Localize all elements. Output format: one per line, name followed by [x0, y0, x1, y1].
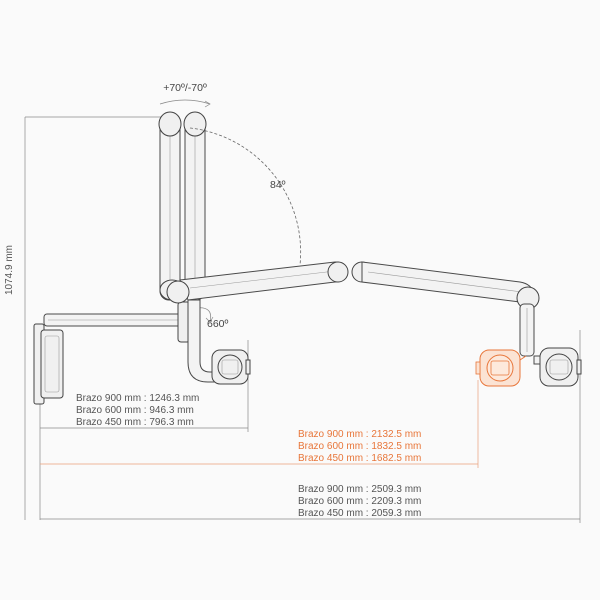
vertical-arm: [158, 111, 207, 301]
full-reach-450: Brazo 450 mm : 2059.3 mm: [298, 508, 421, 519]
orange-head: [475, 349, 527, 387]
wall-mount: [33, 323, 64, 405]
left-head: [187, 299, 251, 385]
short-reach-labels: Brazo 900 mm : 1246.3 mm Brazo 600 mm : …: [76, 393, 199, 428]
angle-660-label: 660º: [207, 318, 229, 330]
mid-reach-600: Brazo 600 mm : 1832.5 mm: [298, 441, 421, 452]
mid-reach-labels: Brazo 900 mm : 2132.5 mm Brazo 600 mm : …: [298, 429, 421, 464]
short-reach-600: Brazo 600 mm : 946.3 mm: [76, 405, 194, 416]
wall-bracket: [43, 301, 191, 343]
rotation-label: +70º/-70º: [163, 82, 207, 94]
angle-660-marker: 660º: [195, 307, 229, 330]
right-head: [533, 347, 582, 387]
angle-84-marker: 84º: [189, 127, 302, 266]
short-reach-900: Brazo 900 mm : 1246.3 mm: [76, 393, 199, 404]
first-arm: [166, 261, 349, 304]
mid-reach-900: Brazo 900 mm : 2132.5 mm: [298, 429, 421, 440]
mid-reach-450: Brazo 450 mm : 1682.5 mm: [298, 453, 421, 464]
height-label: 1074.9 mm: [4, 245, 15, 295]
top-rotation-marker: +70º/-70º: [159, 82, 211, 108]
mid-reach-dimension: [40, 380, 479, 468]
short-reach-450: Brazo 450 mm : 796.3 mm: [76, 417, 194, 428]
full-reach-900: Brazo 900 mm : 2509.3 mm: [298, 484, 421, 495]
height-dimension: 1074.9 mm: [4, 116, 165, 520]
angle-84-label: 84º: [270, 179, 286, 191]
full-reach-600: Brazo 600 mm : 2209.3 mm: [298, 496, 421, 507]
full-reach-labels: Brazo 900 mm : 2509.3 mm Brazo 600 mm : …: [298, 484, 421, 519]
second-arm: [351, 261, 540, 310]
right-drop: [519, 303, 535, 357]
